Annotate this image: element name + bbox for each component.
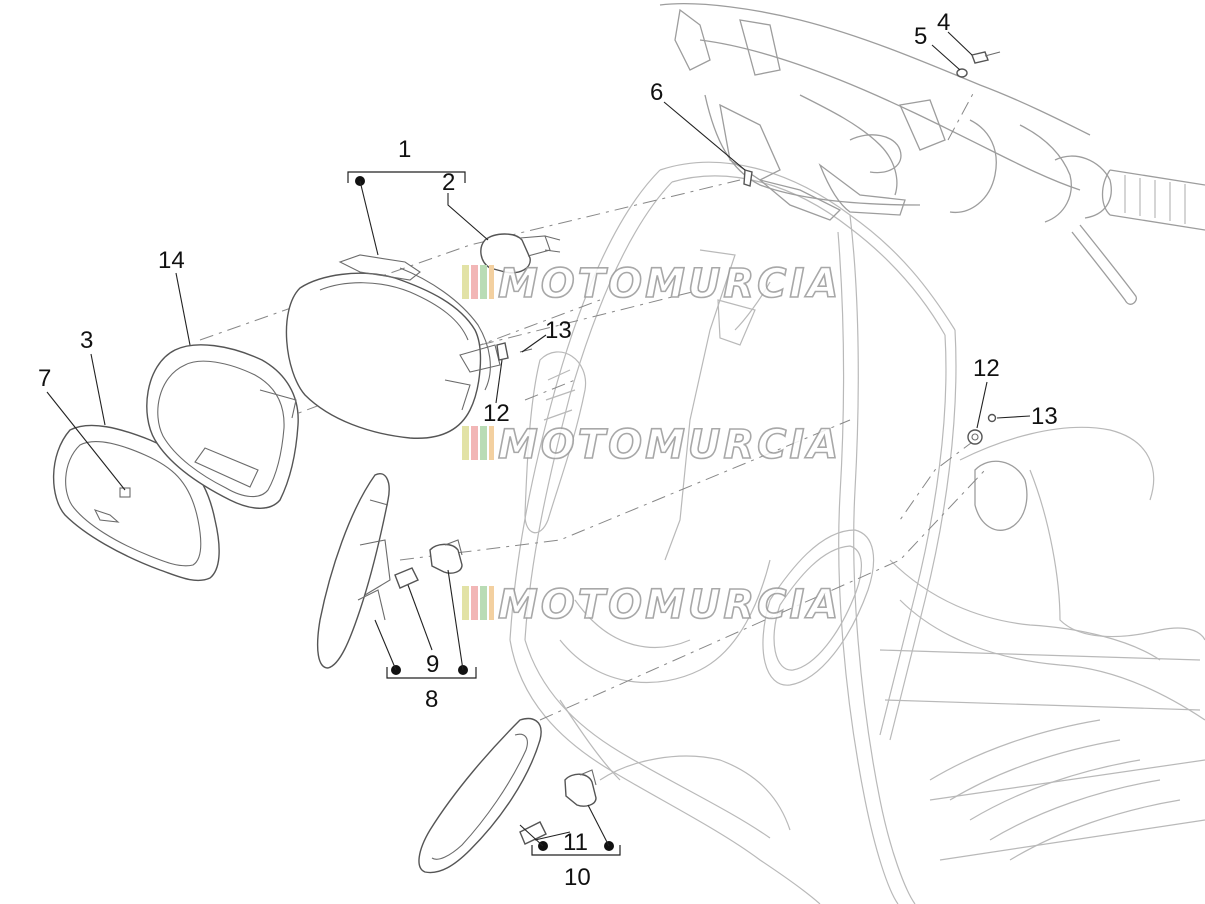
part-label-12: 12 [973, 355, 1000, 382]
part-label-13: 13 [545, 317, 572, 344]
right-indicator [418, 717, 597, 874]
part-label-10: 10 [564, 864, 591, 891]
part-label-2: 2 [442, 169, 455, 196]
watermark-text: MOTOMURCIA [498, 422, 841, 468]
watermark-text: MOTOMURCIA [498, 261, 841, 307]
part-label-3: 3 [80, 327, 93, 354]
scooter-body-outline [509, 161, 1205, 904]
part-label-8: 8 [425, 686, 438, 713]
part-label-12: 12 [483, 400, 510, 427]
bracket-1 [347, 171, 466, 183]
part-label-11: 11 [563, 829, 588, 856]
callouts [46, 31, 1031, 856]
handlebar-assembly [659, 3, 1205, 305]
watermark: MOTOMURCIA MOTOMURCIA MOTOMURCIA [462, 260, 841, 629]
left-indicator [316, 473, 463, 669]
part-label-7: 7 [38, 365, 51, 392]
headlight-unit [285, 233, 561, 439]
part-number-labels: 1 2 3 4 5 6 7 8 9 10 11 12 12 13 13 14 [38, 9, 1058, 891]
part-label-14: 14 [158, 247, 185, 274]
part-label-4: 4 [937, 9, 950, 36]
bracket-8 [386, 667, 477, 679]
screws-and-washers [496, 51, 1001, 445]
headlight-frame [146, 344, 299, 509]
part-label-5: 5 [914, 23, 927, 50]
part-label-1: 1 [398, 136, 411, 163]
watermark-text: MOTOMURCIA [498, 582, 841, 628]
part-label-9: 9 [426, 651, 439, 678]
bracket-10 [531, 845, 621, 856]
part-label-13: 13 [1031, 403, 1058, 430]
part-label-6: 6 [650, 79, 663, 106]
